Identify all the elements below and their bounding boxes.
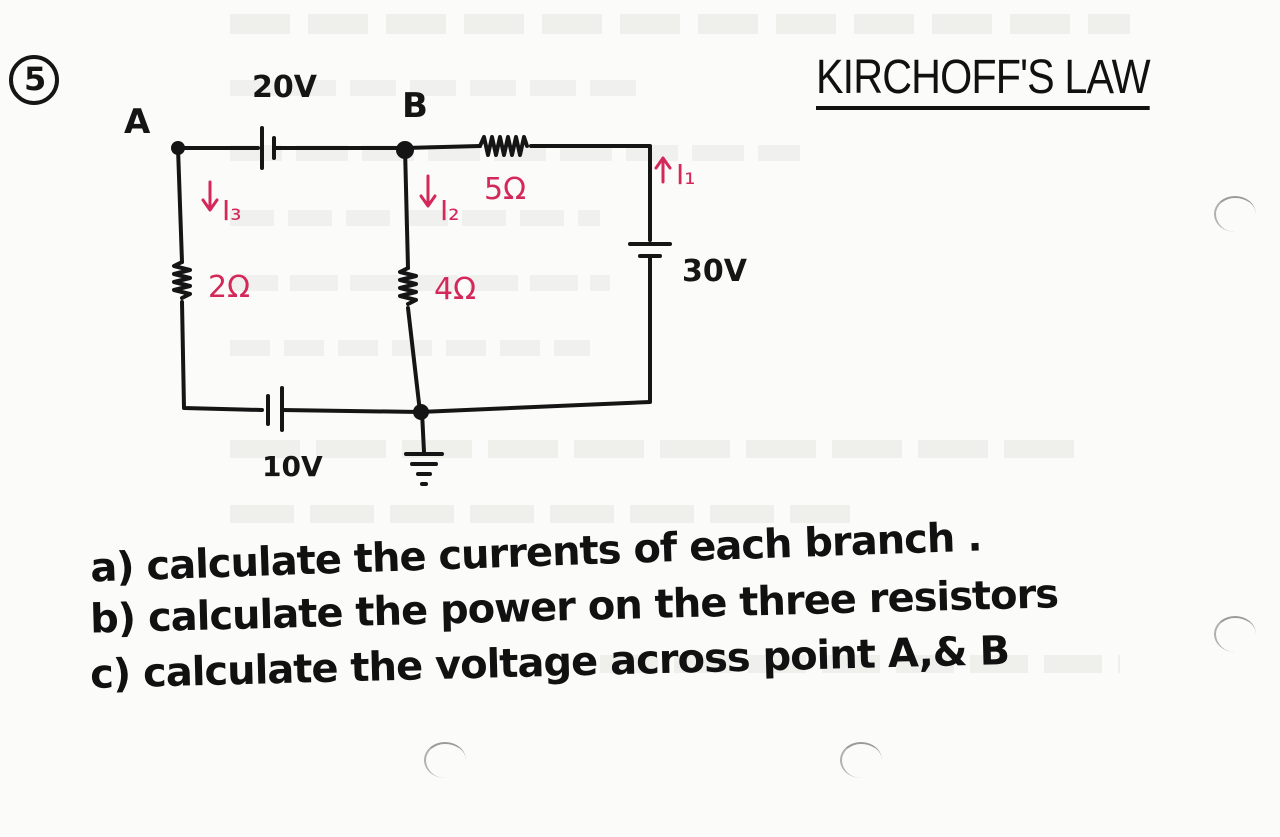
resistor-4ohm-zigzag [398,266,418,306]
current-i3-arrow [201,180,219,212]
current-i2-arrow [419,174,437,208]
current-i1-arrow [654,156,672,184]
node-bottom-dot [413,404,429,420]
current-i1-label: I₁ [676,158,696,191]
wire-top-right [529,144,652,242]
problem-number: 5 [24,60,47,98]
binder-hole-mark [840,742,882,778]
wire-left-top [176,146,184,264]
current-i2-label: I₂ [440,194,460,227]
source-10v-label: 10V [262,450,323,483]
binder-hole-mark [1214,616,1256,652]
node-b-dot [396,141,414,159]
wire-to-5ohm [403,144,482,150]
source-20v-label: 20V [252,70,317,105]
wire-right-bottom [418,254,652,414]
binder-hole-mark [424,742,466,778]
wire-bottom-middle [280,408,422,414]
resistor-5ohm-label: 5Ω [484,172,527,207]
node-a-label: A [124,102,151,142]
node-b-label: B [402,86,428,126]
wire-middle-bottom [406,306,422,414]
resistor-5ohm-zigzag [478,135,529,157]
page-title: KIRCHOFF'S LAW [816,50,1151,110]
binder-hole-mark [1214,196,1256,232]
node-a-dot [171,141,185,155]
resistor-4ohm-label: 4Ω [434,272,477,307]
resistor-2ohm-label: 2Ω [208,270,251,305]
wire-middle-top [403,146,410,270]
source-30v-label: 30V [682,254,747,289]
wire-left-bottom [180,300,264,412]
resistor-2ohm-zigzag [172,260,192,300]
problem-number-circle [9,55,59,105]
current-i3-label: I₃ [222,194,242,227]
